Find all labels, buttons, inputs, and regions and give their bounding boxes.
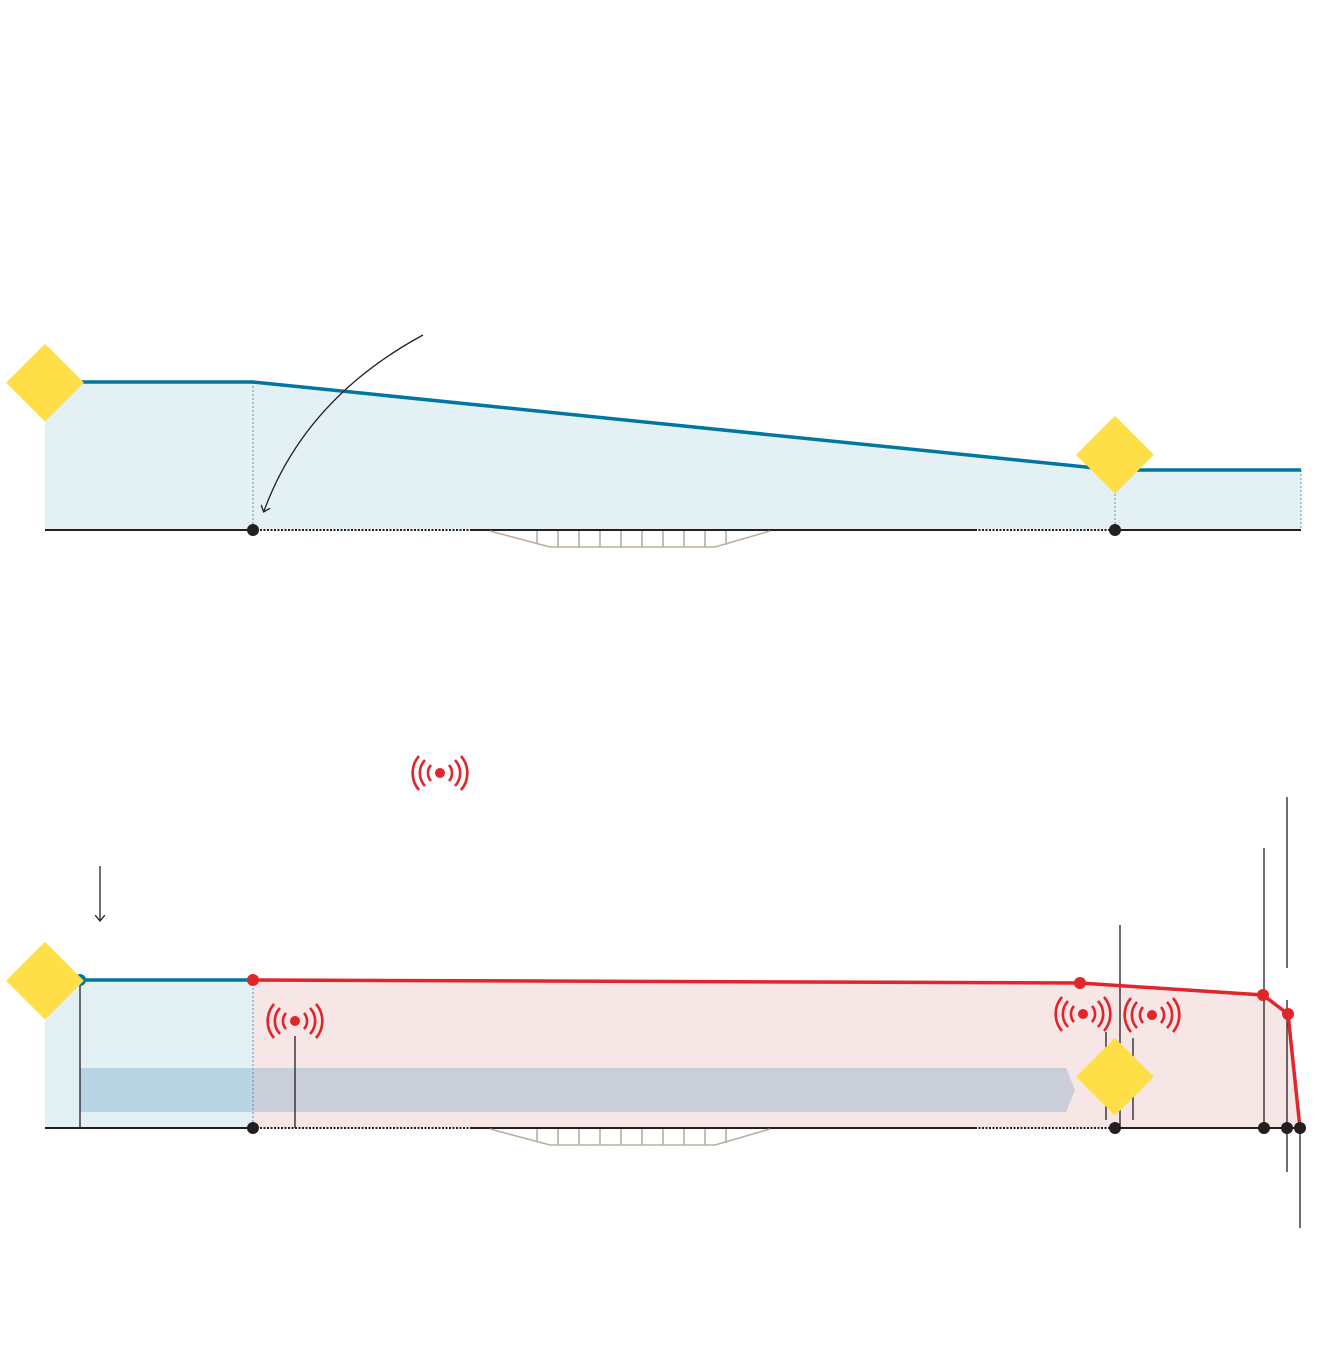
node-point xyxy=(1109,1122,1121,1134)
alert-point xyxy=(1282,1008,1294,1020)
water-area xyxy=(45,382,1301,530)
pointer-arrow xyxy=(264,334,424,511)
node-point xyxy=(1281,1122,1293,1134)
top-panel xyxy=(6,334,1302,548)
node-point xyxy=(1258,1122,1270,1134)
water-level-line xyxy=(80,380,1301,472)
signal-legend-icon xyxy=(411,754,469,792)
alert-point xyxy=(1074,977,1086,989)
flow-band xyxy=(253,1068,1075,1112)
alert-point xyxy=(247,974,259,986)
bridge-icon xyxy=(489,1128,771,1146)
node-point xyxy=(1109,524,1121,536)
marker-diamond-icon xyxy=(1076,415,1154,494)
bridge-icon xyxy=(489,530,771,548)
node-point xyxy=(1294,1122,1306,1134)
marker-diamond-icon xyxy=(1076,1037,1154,1116)
bottom-panel xyxy=(6,754,1306,1228)
node-point xyxy=(247,524,259,536)
alert-point xyxy=(1257,989,1269,1001)
flow-band-upstream xyxy=(80,1068,253,1112)
node-point xyxy=(247,1122,259,1134)
